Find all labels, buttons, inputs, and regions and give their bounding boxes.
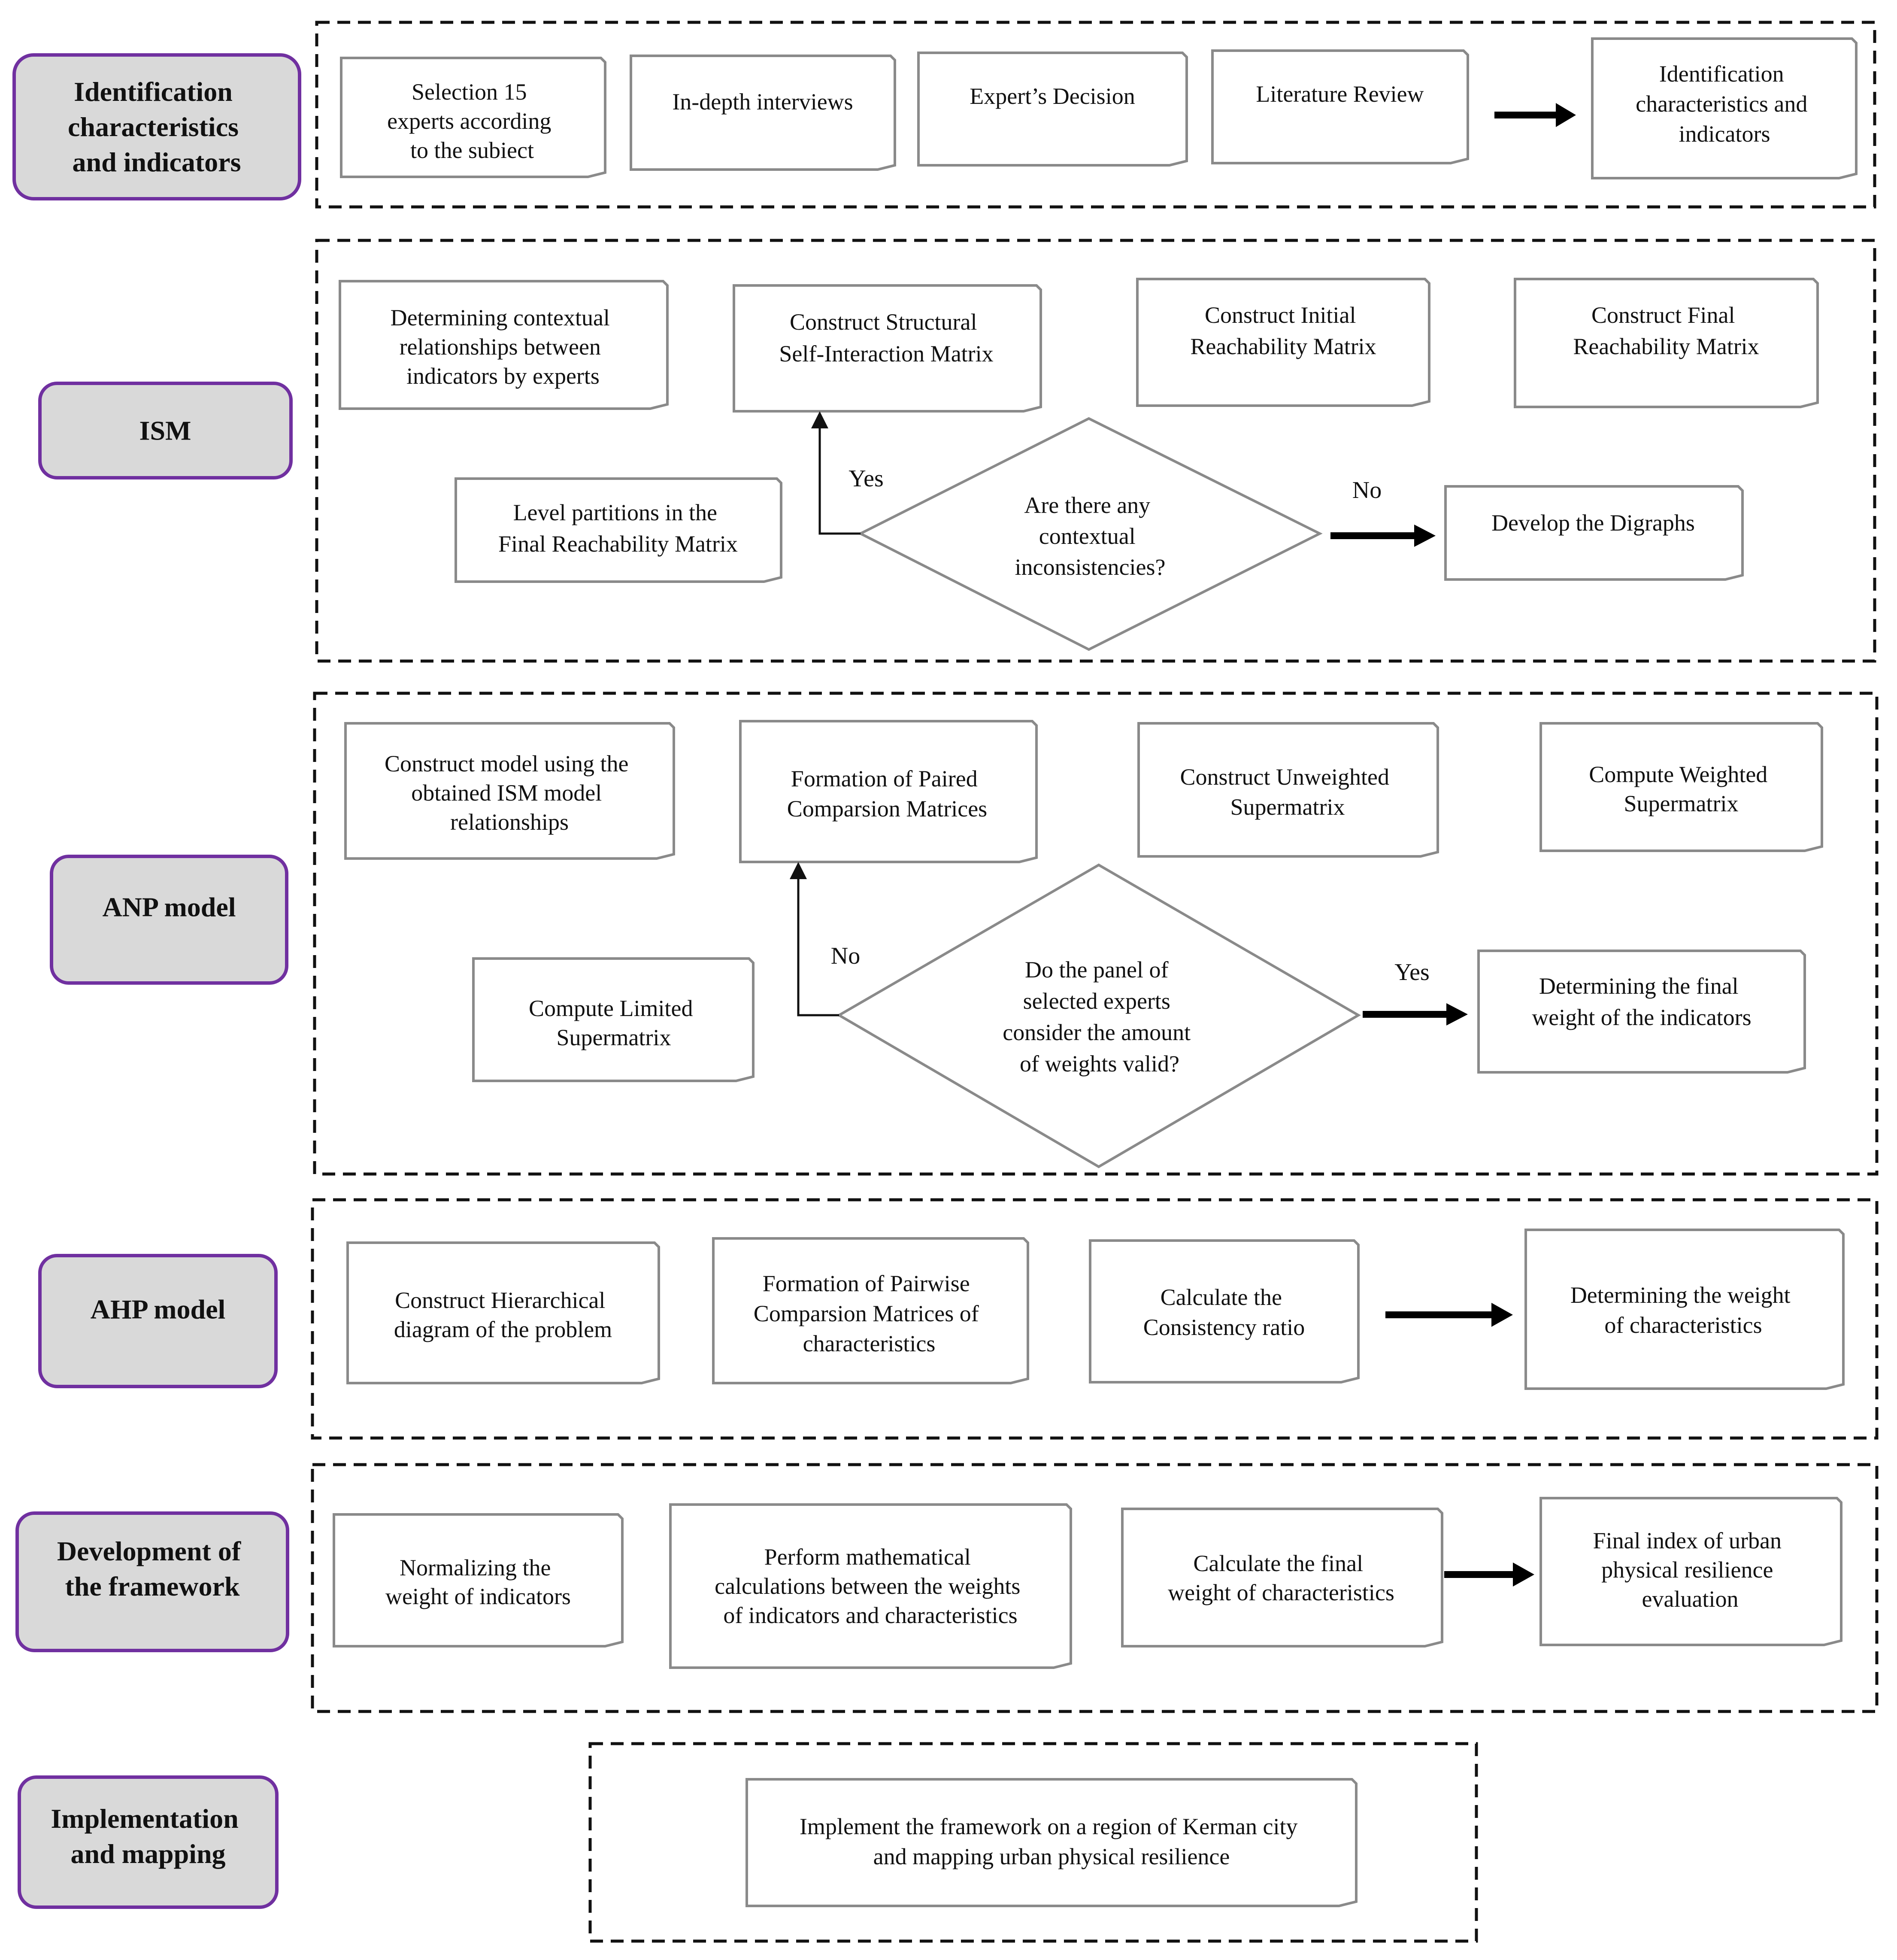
node-text: Determining the final weight of the indi… <box>1532 973 1751 1030</box>
node-text: Formation of Pairwise Comparsion Matrice… <box>754 1271 985 1356</box>
node-text: Literature Review <box>1256 81 1424 107</box>
node-pairwise-comparison: Formation of Pairwise Comparsion Matrice… <box>712 1237 1029 1384</box>
edge-anp-decision-to-indicator-weights <box>1363 1003 1468 1026</box>
node-text: Final index of urban physical resilience… <box>1593 1528 1788 1612</box>
section-label-ahp: AHP model <box>38 1254 278 1388</box>
node-text: Formation of Paired Comparsion Matrices <box>787 766 987 822</box>
edge-anp-decision-to-paired-comparison <box>790 862 839 1016</box>
node-anp-decision: Do the panel of selected experts conside… <box>836 863 1361 1168</box>
section-label-text: Development of the framework <box>57 1536 248 1602</box>
node-text: Normalizing the weight of indicators <box>385 1555 571 1609</box>
node-experts-decision: Expert’s Decision <box>917 52 1188 167</box>
node-paired-comparison: Formation of Paired Comparsion Matrices <box>739 720 1038 863</box>
node-text: Perform mathematical calculations betwee… <box>715 1544 1026 1628</box>
node-text: Do the panel of selected experts conside… <box>1003 957 1196 1077</box>
node-text: Level partitions in the Final Reachabili… <box>498 500 738 557</box>
node-text: Construct Hierarchical diagram of the pr… <box>394 1287 612 1342</box>
identification-panel <box>315 21 1876 209</box>
node-selection-experts: Selection 15 experts according to the su… <box>340 57 606 178</box>
edge-label-anp-yes: Yes <box>1394 959 1429 986</box>
node-text: Calculate the final weight of characteri… <box>1168 1550 1394 1605</box>
arrow-to-identification-result <box>1494 103 1576 127</box>
node-final-index: Final index of urban physical resilience… <box>1539 1497 1842 1646</box>
node-text: Compute Weighted Supermatrix <box>1589 762 1773 816</box>
node-final-char-weight: Calculate the final weight of characteri… <box>1121 1508 1443 1647</box>
node-normalizing: Normalizing the weight of indicators <box>333 1513 624 1647</box>
node-text: Calculate the Consistency ratio <box>1143 1284 1305 1340</box>
node-contextual-relationships: Determining contextual relationships bet… <box>339 280 669 410</box>
node-text: Construct Unweighted Supermatrix <box>1180 764 1395 820</box>
node-ssim: Construct Structural Self-Interaction Ma… <box>733 284 1042 413</box>
node-digraphs: Develop the Digraphs <box>1444 485 1744 581</box>
node-text: Develop the Digraphs <box>1491 510 1695 536</box>
node-characteristic-weights: Determining the weight of characteristic… <box>1524 1229 1845 1390</box>
node-text: In-depth interviews <box>672 89 853 115</box>
node-limited-supermatrix: Compute Limited Supermatrix <box>472 957 755 1082</box>
section-label-text: ISM <box>139 416 191 446</box>
node-text: Construct Initial Reachability Matrix <box>1190 302 1376 359</box>
edge-ism-decision-to-digraphs <box>1330 525 1436 547</box>
node-unweighted-supermatrix: Construct Unweighted Supermatrix <box>1137 722 1439 858</box>
node-hierarchical-diagram: Construct Hierarchical diagram of the pr… <box>346 1241 660 1384</box>
implementation-panel <box>588 1742 1478 1943</box>
node-text: Construct Structural Self-Interaction Ma… <box>779 309 993 367</box>
arrow-to-final-index <box>1444 1563 1534 1587</box>
node-text: Construct model using the obtained ISM m… <box>385 751 634 835</box>
node-text: Determining the weight of characteristic… <box>1570 1282 1796 1338</box>
node-literature-review: Literature Review <box>1211 49 1469 164</box>
node-text: Implement the framework on a region of K… <box>800 1814 1303 1869</box>
edge-ism-decision-to-ssim <box>811 411 861 535</box>
node-ism-decision: Are there any contextual inconsistencies… <box>858 417 1323 651</box>
node-level-partitions: Level partitions in the Final Reachabili… <box>455 477 782 583</box>
section-label-anp: ANP model <box>50 855 288 985</box>
node-text: Identification characteristics and indic… <box>1636 61 1813 147</box>
node-text: Are there any contextual inconsistencies… <box>1015 492 1166 580</box>
node-text: Construct Final Reachability Matrix <box>1573 302 1759 359</box>
node-final-reachability: Construct Final Reachability Matrix <box>1514 278 1819 408</box>
edge-label-ism-yes: Yes <box>848 465 883 492</box>
section-label-identification: Identification characteristics and indic… <box>12 53 301 200</box>
section-label-implementation: Implementation and mapping <box>18 1775 279 1909</box>
node-weighted-supermatrix: Compute Weighted Supermatrix <box>1539 722 1823 852</box>
node-text: Compute Limited Supermatrix <box>529 995 699 1050</box>
node-identification-result: Identification characteristics and indic… <box>1591 37 1858 179</box>
node-indicator-weights: Determining the final weight of the indi… <box>1477 950 1806 1074</box>
node-initial-reachability: Construct Initial Reachability Matrix <box>1136 278 1430 407</box>
section-label-development: Development of the framework <box>15 1511 289 1652</box>
section-label-text: Implementation and mapping <box>51 1803 245 1869</box>
node-text: Expert’s Decision <box>970 83 1135 109</box>
anp-panel <box>313 692 1879 1176</box>
section-label-text: AHP model <box>91 1294 226 1325</box>
ahp-panel <box>311 1198 1879 1440</box>
node-math-calculations: Perform mathematical calculations betwee… <box>669 1503 1072 1669</box>
section-label-text: Identification characteristics and indic… <box>68 76 245 177</box>
edge-label-anp-no: No <box>831 943 860 969</box>
arrow-to-characteristic-weights <box>1385 1303 1513 1327</box>
node-anp-model: Construct model using the obtained ISM m… <box>344 722 675 860</box>
node-indepth-interviews: In-depth interviews <box>630 55 896 171</box>
node-text: Selection 15 experts according to the su… <box>387 79 557 163</box>
node-text: Determining contextual relationships bet… <box>391 305 616 389</box>
edge-label-ism-no: No <box>1352 477 1382 504</box>
section-label-ism: ISM <box>38 382 293 479</box>
node-implement-framework: Implement the framework on a region of K… <box>745 1778 1358 1907</box>
node-consistency-ratio: Calculate the Consistency ratio <box>1089 1239 1360 1384</box>
section-label-text: ANP model <box>102 892 236 922</box>
